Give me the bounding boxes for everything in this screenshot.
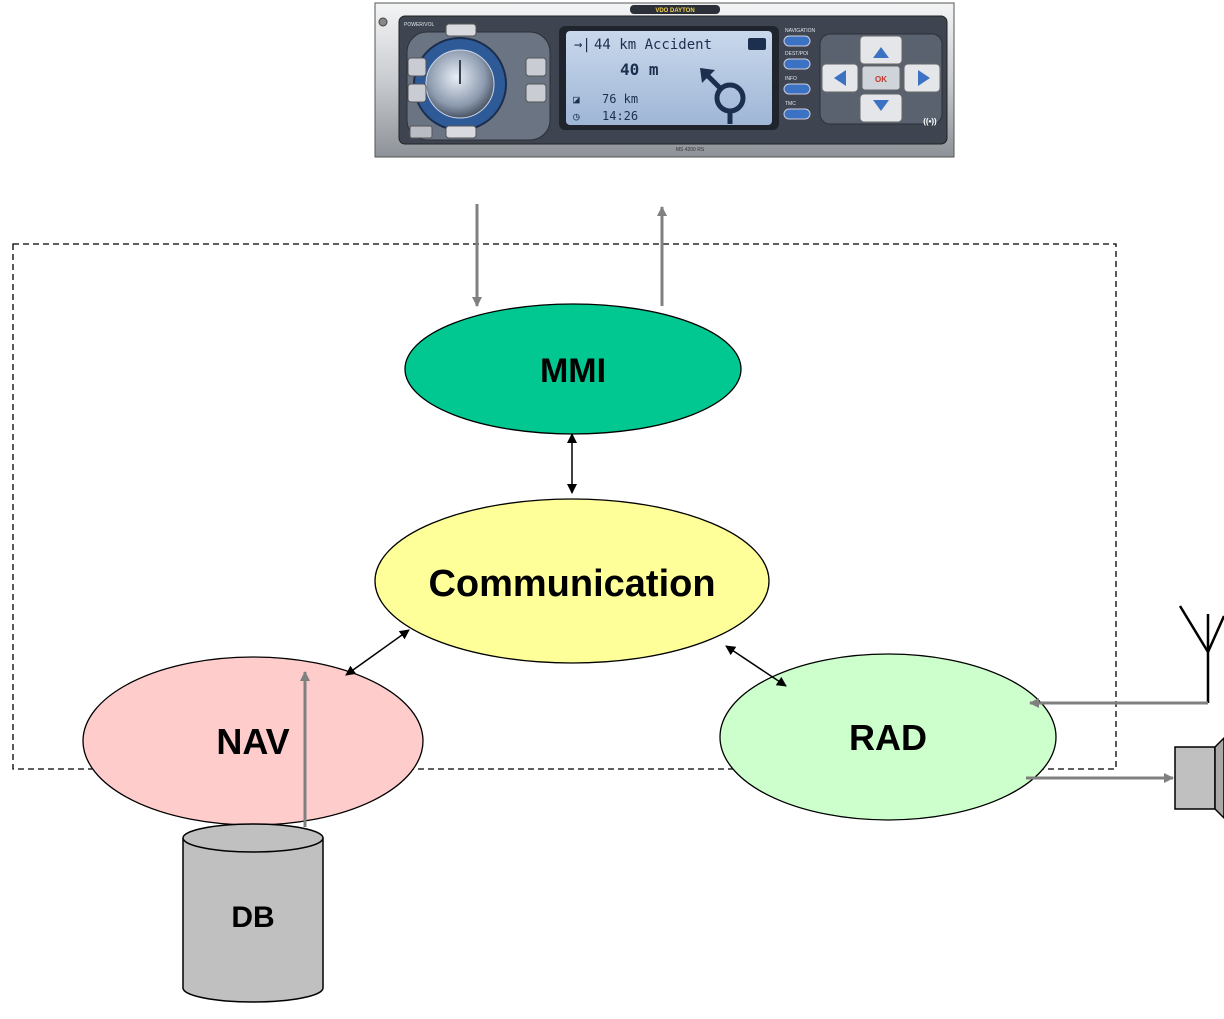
lcd-turn-arrow bbox=[700, 68, 746, 124]
lcd-screen bbox=[566, 31, 772, 125]
dpad-down-icon bbox=[873, 100, 889, 111]
lcd-alert-icon bbox=[748, 38, 766, 50]
node-nav[interactable]: NAV bbox=[82, 656, 424, 826]
lcd-clock-icon: ◷ bbox=[573, 110, 580, 123]
brand-text: VDO DAYTON bbox=[655, 8, 694, 14]
rad-ellipse bbox=[719, 653, 1057, 821]
volume-label: POWER/VOL bbox=[404, 22, 435, 28]
side-button-tmc[interactable] bbox=[783, 108, 811, 120]
knob-top-button[interactable] bbox=[445, 23, 477, 37]
system-boundary bbox=[12, 243, 1117, 770]
arrow-communication-rad bbox=[725, 645, 787, 687]
device-screw bbox=[378, 17, 388, 27]
head-unit-device: VDO DAYTON POWER/VOL →| 44 km Accident 4… bbox=[374, 2, 955, 158]
mmi-label: MMI bbox=[540, 352, 606, 390]
knob-right-button-lower[interactable] bbox=[525, 83, 547, 103]
communication-label: Communication bbox=[428, 563, 715, 605]
side-button-column: NAVIGATION DEST/POI INFO TMC bbox=[783, 28, 815, 120]
dpad-right-icon bbox=[918, 70, 930, 86]
radio-symbol: ((•)) bbox=[923, 117, 937, 126]
side-button-label-info: INFO bbox=[785, 76, 797, 82]
model-text: MS 4200 RS bbox=[676, 147, 705, 153]
database-icon: DB bbox=[182, 823, 324, 1003]
lcd-remaining-distance: 76 km bbox=[602, 92, 638, 106]
side-button-label-navigation: NAVIGATION bbox=[785, 28, 815, 34]
db-body bbox=[182, 838, 324, 1003]
knob-left-button-lower[interactable] bbox=[407, 83, 427, 103]
speaker-icon bbox=[1174, 736, 1224, 820]
side-button-navigation[interactable] bbox=[783, 35, 811, 47]
side-button-label-dest: DEST/POI bbox=[785, 51, 808, 57]
communication-ellipse bbox=[374, 498, 770, 664]
db-top bbox=[182, 823, 324, 853]
rad-label: RAD bbox=[849, 717, 927, 758]
direction-pad: OK bbox=[819, 33, 943, 125]
antenna-icon bbox=[1178, 605, 1224, 703]
node-communication[interactable]: Communication bbox=[374, 498, 770, 664]
knob-left-button-upper[interactable] bbox=[407, 57, 427, 77]
dpad-left-icon bbox=[834, 70, 846, 86]
arrow-communication-nav bbox=[345, 629, 410, 676]
knob-bottom-button[interactable] bbox=[445, 125, 477, 139]
knob-right-button-upper[interactable] bbox=[525, 57, 547, 77]
dpad-ok[interactable] bbox=[861, 65, 901, 91]
head-unit-top-strip bbox=[630, 5, 720, 14]
side-button-dest[interactable] bbox=[783, 58, 811, 70]
node-rad[interactable]: RAD bbox=[719, 653, 1057, 821]
dpad-up-icon bbox=[873, 47, 889, 58]
nav-label: NAV bbox=[216, 721, 289, 762]
side-button-info[interactable] bbox=[783, 83, 811, 95]
db-label: DB bbox=[231, 901, 274, 934]
side-button-label-tmc: TMC bbox=[785, 101, 796, 107]
lcd-distance-alert: 44 km Accident bbox=[594, 37, 712, 53]
dpad-ok-label: OK bbox=[875, 75, 887, 84]
lcd-arrow-glyph: →| bbox=[574, 37, 591, 53]
lcd-route-icon: ◪ bbox=[573, 93, 580, 106]
eject-button[interactable] bbox=[409, 125, 433, 139]
node-mmi[interactable]: MMI bbox=[404, 303, 742, 435]
lcd-arrival-time: 14:26 bbox=[602, 109, 638, 123]
lcd-next-turn-distance: 40 m bbox=[620, 60, 659, 79]
